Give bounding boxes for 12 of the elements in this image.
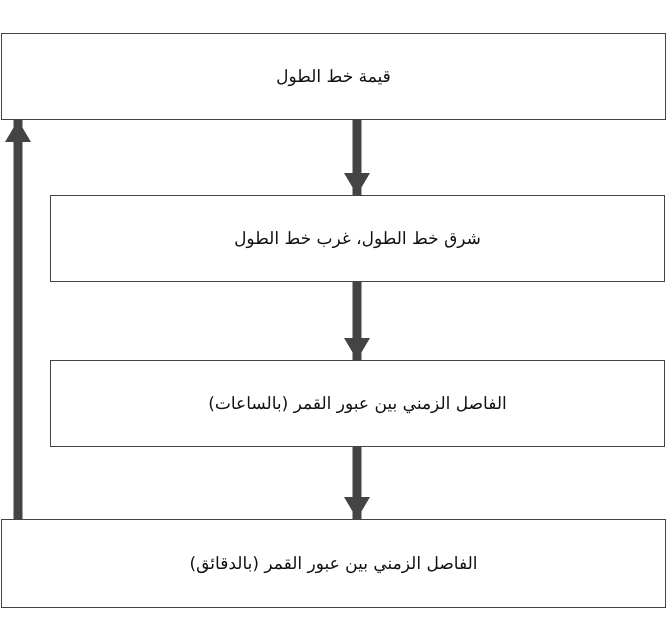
process-box xyxy=(1,519,666,608)
arrow xyxy=(344,282,370,360)
arrow xyxy=(344,447,370,519)
process-box xyxy=(50,195,665,282)
process-box xyxy=(50,360,665,447)
process-box xyxy=(1,33,666,120)
arrow xyxy=(5,120,31,519)
box-label: شرق خط الطول، غرب خط الطول xyxy=(234,228,481,248)
box-label: الفاصل الزمني بين عبور القمر (بالدقائق) xyxy=(190,554,478,574)
arrow xyxy=(344,120,370,195)
box-label: الفاصل الزمني بين عبور القمر (بالساعات) xyxy=(208,394,507,414)
box-label: قيمة خط الطول xyxy=(276,66,391,86)
